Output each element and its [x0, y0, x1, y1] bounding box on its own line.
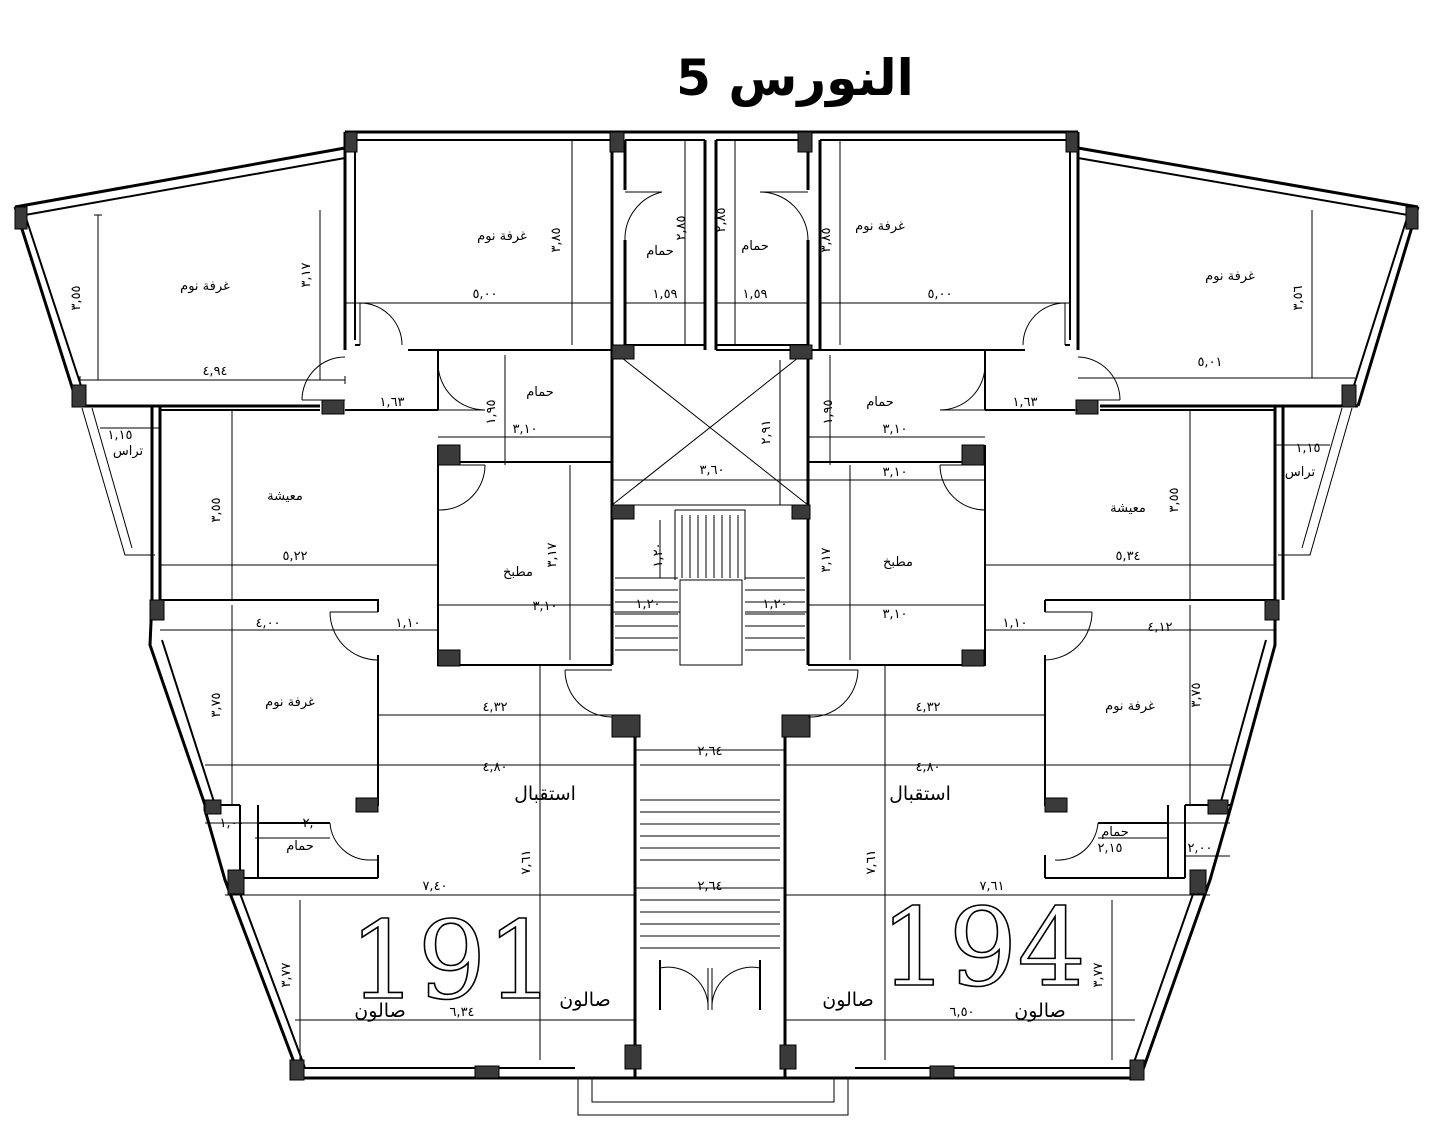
unit-number-right: 194: [880, 886, 1086, 1011]
dim-text: ١,١٥: [1295, 441, 1320, 456]
doors: [301, 191, 1121, 1011]
dim-text: ٣,٥٥: [1167, 487, 1182, 512]
dim-text: ١,٢٠: [651, 542, 666, 567]
dim-text: ٦,٥٠: [949, 1005, 974, 1020]
stair-lower: [640, 799, 780, 1010]
room-label-salon-left-b: صالون: [354, 1000, 405, 1022]
room-label-bath-left-3: حمام: [286, 839, 314, 854]
dim-text: ٧,٦١: [979, 879, 1004, 894]
dim-text: ٥,٣٤: [1115, 549, 1140, 564]
room-label-bath-left-2: حمام: [526, 385, 554, 400]
room-label-living-left: معيشة: [267, 489, 303, 504]
dim-text: ٤,٠٠: [255, 616, 280, 631]
dim-text: ٤,٣٢: [915, 700, 940, 715]
room-label-living-right: معيشة: [1110, 501, 1146, 516]
dim-text: ١,١٥: [107, 428, 132, 443]
dim-text: ٤,٨٠: [915, 760, 940, 775]
dim-text: ١,٢٠: [762, 597, 787, 612]
dim-text: ٢,١٥: [1097, 841, 1122, 856]
unit-number-left: 191: [349, 899, 555, 1024]
room-label-bedroom-right-2: غرفة نوم: [855, 219, 905, 234]
room-label-salon-right-b: صالون: [1014, 1000, 1065, 1022]
dim-text: ١,٦٣: [1012, 395, 1037, 410]
room-label-kitchen-left: مطبخ: [503, 565, 533, 580]
columns: [14, 131, 1419, 1081]
dim-text: ٦,٣٤: [449, 1005, 474, 1020]
stair-upper: [615, 509, 805, 666]
dim-text: ١,١٠: [1002, 616, 1027, 631]
dim-text: ٤,١٢: [1147, 620, 1172, 635]
dim-text: ٧,٤٠: [422, 879, 447, 894]
room-label-bath-right-3: حمام: [1101, 825, 1129, 840]
dim-text: ٧,٦١: [519, 849, 534, 874]
dim-text: ٣,١٠: [882, 422, 907, 437]
dim-text: ٣,١٠: [532, 599, 557, 614]
dim-text: ٣,١٠: [512, 422, 537, 437]
room-label-bedroom-right-3: غرفة نوم: [1105, 699, 1155, 714]
room-label-bedroom-right-top: غرفة نوم: [1205, 269, 1255, 284]
dim-text: ٢,٠٠: [1187, 841, 1212, 856]
dimension-texts: ٤,٩٤ ٣,٥٥ ٣,١٧ ٥,٠٠ ٣,٨٥ ١,٥٩ ٢,٨٥ ١,٥٩ …: [69, 207, 1321, 1020]
dim-text: ٤,٣٢: [482, 700, 507, 715]
dim-text: ١,٥٩: [652, 287, 677, 302]
dim-text: ١,٥٩: [742, 287, 767, 302]
plan-title: النورس 5: [676, 49, 914, 108]
room-label-terrace-left: تراس: [113, 444, 144, 459]
dim-text: ٣,٨٥: [819, 227, 834, 252]
room-label-reception-right: استقبال: [889, 783, 951, 805]
dim-text: ٢,٩١: [759, 419, 774, 444]
dim-text: ٣,٥٥: [69, 285, 84, 310]
dim-text: ٣,١٧: [545, 542, 560, 567]
dim-text: ٣,٨٥: [549, 227, 564, 252]
dim-text: ٣,١٠: [882, 607, 907, 622]
dim-text: ١,٠٠: [219, 816, 244, 831]
dim-text: ٣,١٠: [882, 465, 907, 480]
dim-text: ٣,١٧: [299, 262, 314, 287]
dim-text: ٣,٥٥: [209, 497, 224, 522]
dim-text: ٣,٧٥: [209, 692, 224, 717]
room-label-salon-right-a: صالون: [822, 989, 873, 1011]
dim-text: ٣,٦٠: [699, 463, 724, 478]
dim-text: ٢,٠٠: [302, 816, 327, 831]
dim-text: ١,٦٣: [379, 395, 404, 410]
room-label-bedroom-left-3: غرفة نوم: [265, 695, 315, 710]
dim-text: ٥,٠١: [1197, 355, 1222, 370]
dim-text: ٤,٨٠: [482, 760, 507, 775]
dim-text: ١,٩٥: [821, 399, 836, 424]
dim-text: ٢,٨٥: [714, 207, 729, 232]
room-label-bedroom-left-top: غرفة نوم: [180, 279, 230, 294]
dim-text: ٣,٥٦: [1291, 285, 1306, 310]
room-label-reception-left: استقبال: [514, 783, 576, 805]
room-label-bath-right-2: حمام: [866, 395, 894, 410]
room-label-bath-right-top: حمام: [741, 239, 769, 254]
dim-text: ١,٩٥: [484, 399, 499, 424]
dim-text: ٥,٠٠: [927, 287, 952, 302]
dim-text: ٥,٢٢: [282, 549, 307, 564]
dim-text: ١,٢٠: [635, 597, 660, 612]
dim-text: ٧,٦١: [864, 849, 879, 874]
dim-text: ٥,٠٠: [472, 287, 497, 302]
dim-text: ٣,٧٥: [1189, 682, 1204, 707]
dim-text: ١,١٠: [395, 616, 420, 631]
room-label-bath-left-top: حمام: [646, 244, 674, 259]
dimension-lines: [79, 140, 1355, 1060]
room-label-kitchen-right: مطبخ: [883, 555, 913, 570]
dim-text: ٢,٨٥: [674, 215, 689, 240]
dim-text: ٢,٦٤: [697, 879, 722, 894]
room-labels: غرفة نوم غرفة نوم حمام حمام غرفة نوم غرف…: [113, 219, 1316, 1022]
room-label-bedroom-left-2: غرفة نوم: [477, 229, 527, 244]
dim-text: ٣,٧٧: [1091, 962, 1106, 987]
room-label-terrace-right: تراس: [1285, 465, 1316, 480]
dim-text: ٢,٦٤: [697, 744, 722, 759]
dim-text: ٣,٧٧: [279, 962, 294, 987]
room-label-salon-left-a: صالون: [559, 989, 610, 1011]
interior-walls: [160, 140, 1275, 1078]
dim-text: ٤,٩٤: [202, 364, 227, 379]
dim-text: ٣,١٧: [819, 547, 834, 572]
